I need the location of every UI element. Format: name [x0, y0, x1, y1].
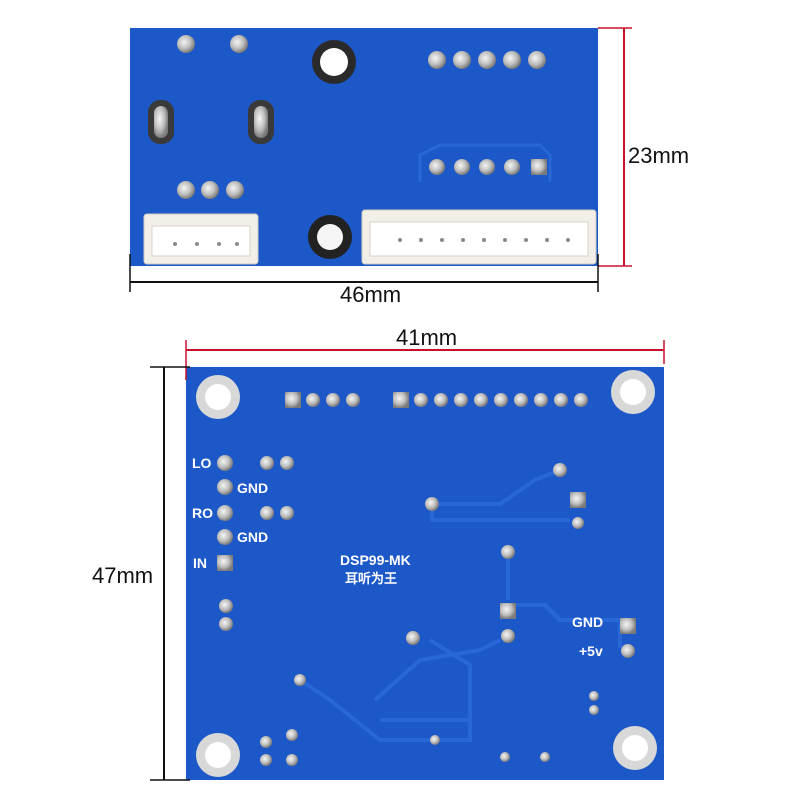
silk-model: DSP99-MK [340, 552, 411, 568]
bottom-header-10pin [393, 392, 588, 408]
silk-in: IN [193, 555, 207, 571]
top-board [130, 28, 598, 266]
silk-subtitle: 耳听为王 [345, 571, 397, 586]
bottom-width-dimension: 41mm [185, 325, 665, 380]
silk-gnd-3: GND [572, 614, 603, 630]
bottom-header-4pin [285, 392, 360, 408]
silk-gnd-2: GND [237, 529, 268, 545]
silk-ro: RO [192, 505, 213, 521]
top-connector-4pin [143, 213, 259, 265]
bottom-pcb [186, 367, 664, 780]
top-width-label: 46mm [340, 282, 401, 307]
top-height-label: 23mm [628, 143, 689, 168]
top-width-dimension: 46mm [129, 254, 599, 307]
top-height-dimension: 23mm [598, 27, 689, 267]
top-header-pads [428, 51, 546, 69]
bottom-width-label: 41mm [396, 325, 457, 350]
top-connector-10pin [361, 209, 597, 265]
top-header-pads-2 [429, 159, 547, 175]
bottom-height-label: 47mm [92, 563, 153, 588]
bottom-board: LO GND RO GND IN DSP99-MK 耳听为王 GND +5v [186, 367, 664, 780]
silk-gnd-1: GND [237, 480, 268, 496]
silk-5v: +5v [579, 643, 603, 659]
silk-lo: LO [192, 455, 212, 471]
bottom-height-dimension: 47mm [92, 366, 190, 781]
